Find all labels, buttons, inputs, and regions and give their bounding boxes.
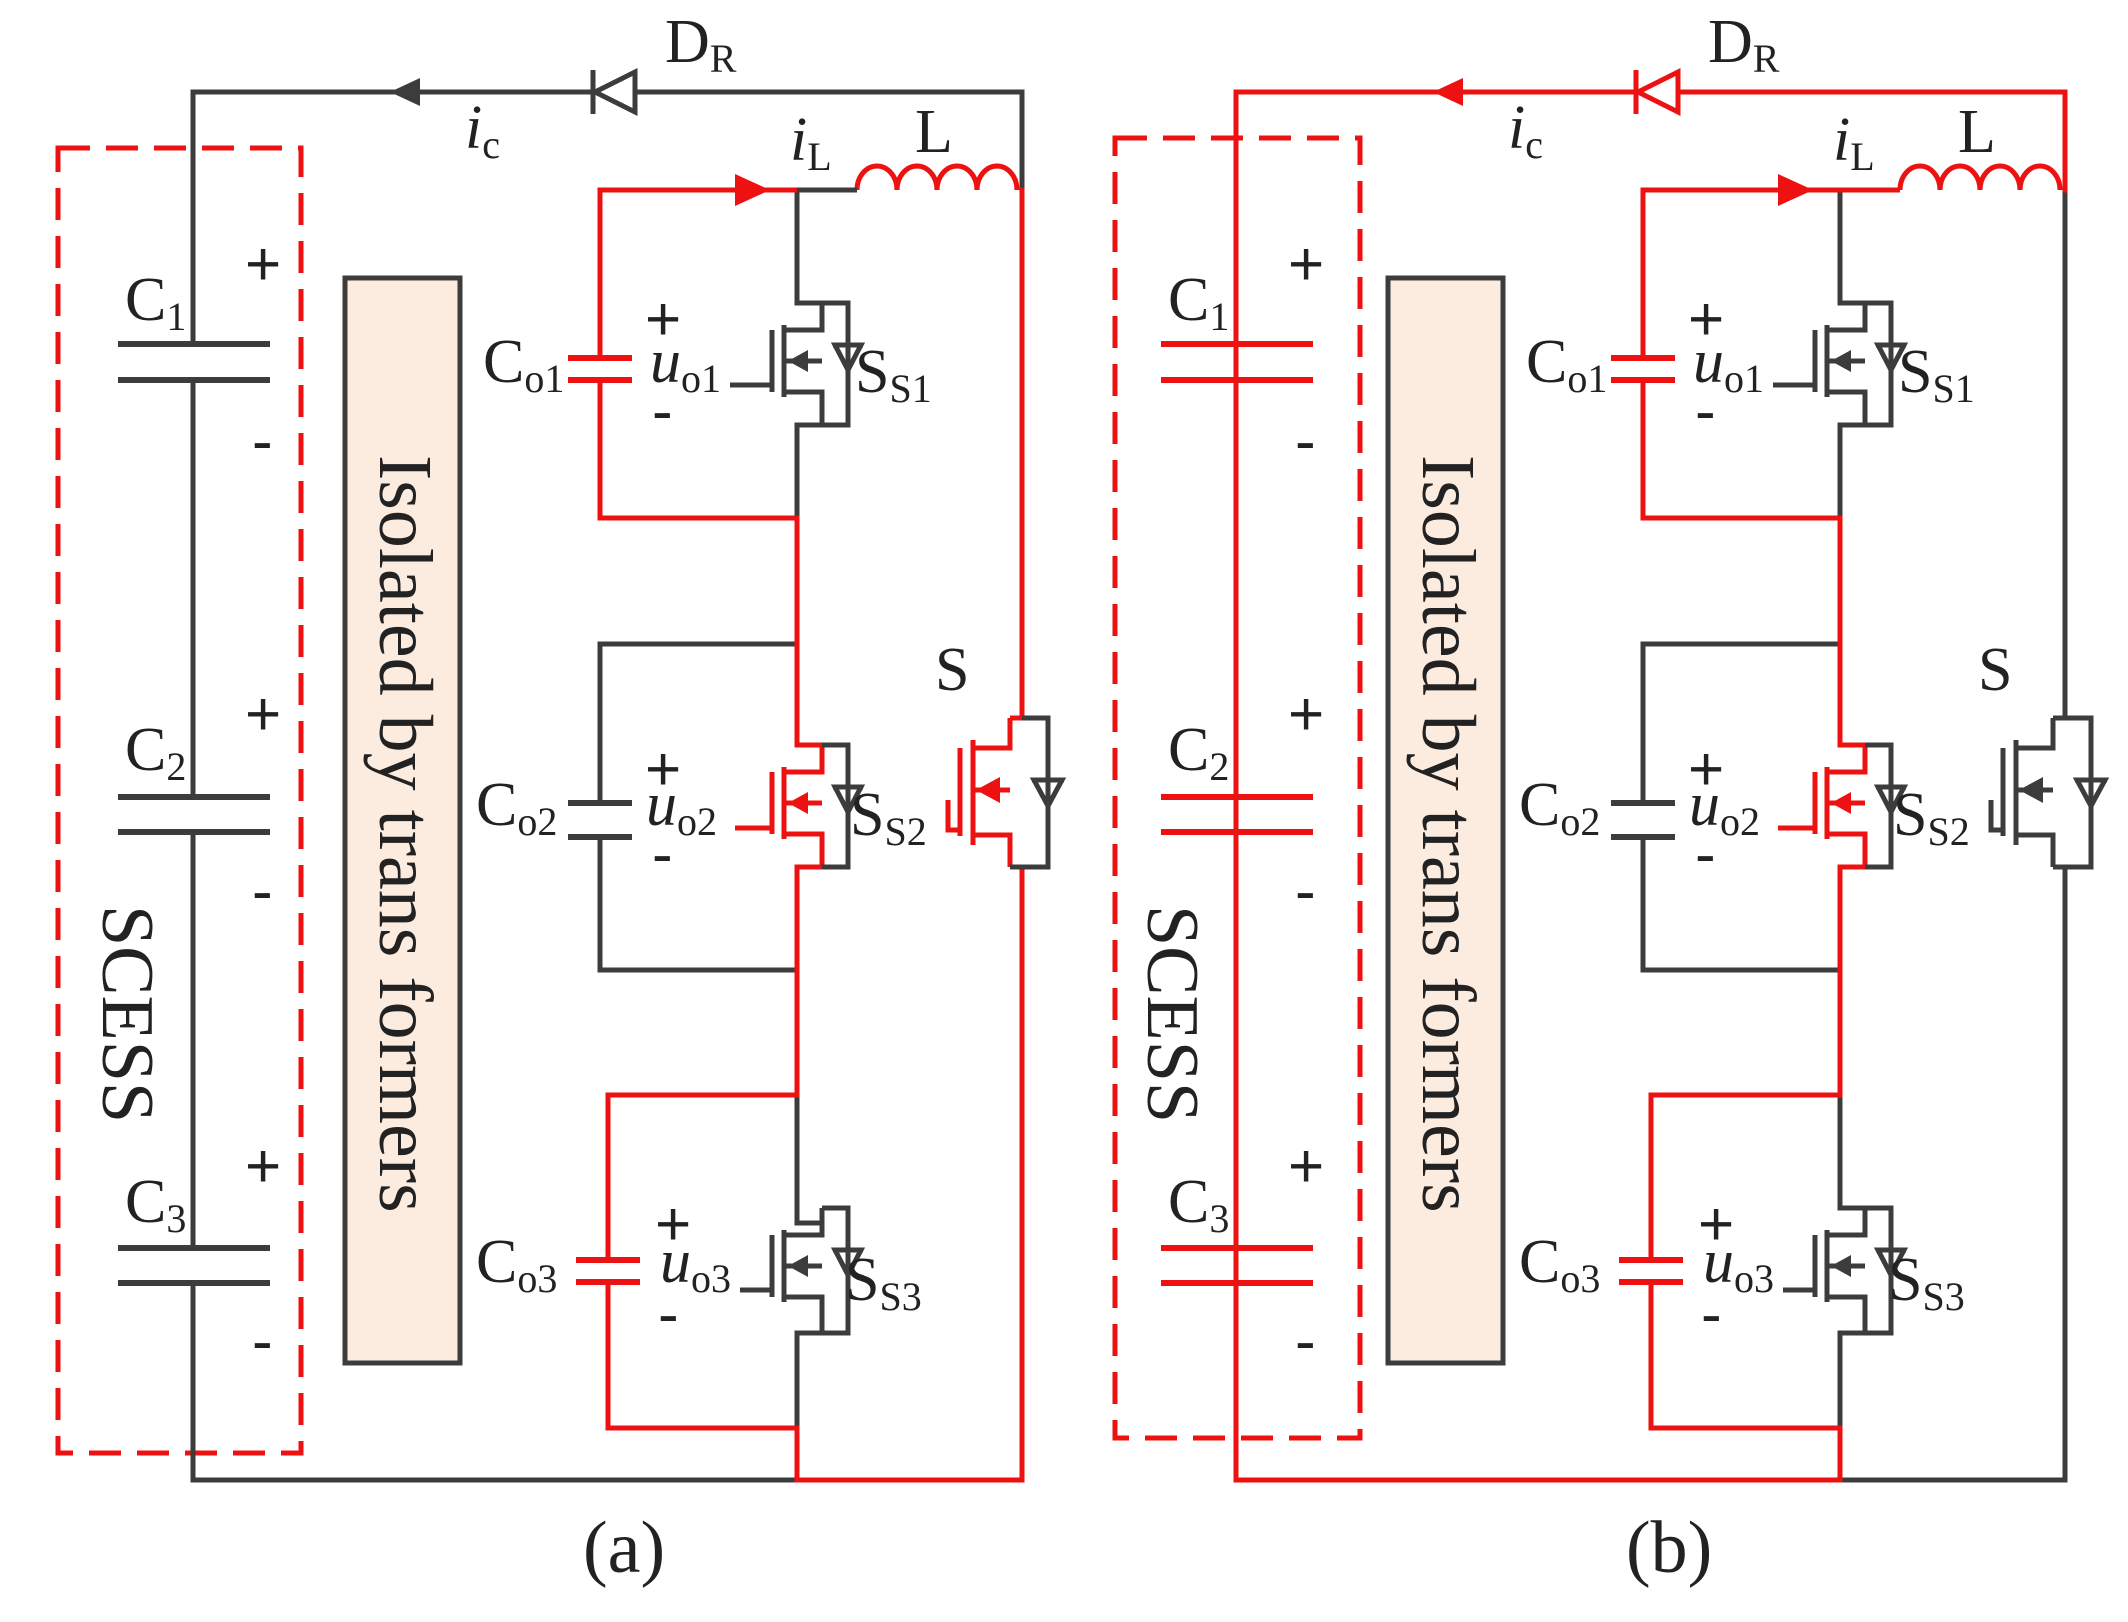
transformer-label: Isolated by trans formers	[1406, 455, 1490, 1213]
ss3-label: SS3	[845, 1246, 922, 1319]
diode-dr-label: DR	[665, 8, 737, 81]
storage-capacitors	[1161, 341, 1313, 1286]
uo2-minus: -	[1695, 820, 1716, 889]
cap-c2-minus: -	[252, 857, 273, 926]
uo1-minus: -	[652, 377, 673, 446]
ss2-label: SS2	[1893, 781, 1970, 854]
ss1-label: SS1	[1898, 338, 1975, 411]
output-capacitors	[1611, 355, 1683, 1285]
cap-co1-label: Co1	[1526, 328, 1607, 401]
transformer-box	[342, 275, 463, 1366]
uo3-minus: -	[658, 1280, 679, 1349]
cap-c3-plus: +	[245, 1132, 281, 1201]
inactive-wiring	[190, 89, 1025, 1483]
panel-a-caption: (a)	[583, 1507, 665, 1589]
switch-ss3	[740, 1205, 866, 1336]
current-il-label: iL	[790, 106, 832, 179]
diode-dr	[1632, 67, 1681, 117]
cap-c1-label: C1	[125, 266, 186, 339]
uo3-minus: -	[1701, 1280, 1722, 1349]
cap-c3-plus: +	[1288, 1132, 1324, 1201]
current-ic-label: ic	[465, 94, 500, 167]
switch-s	[1988, 715, 2110, 870]
cap-c1-plus: +	[245, 230, 281, 299]
current-il-label: iL	[1833, 106, 1875, 179]
cap-c2-label: C2	[1168, 716, 1229, 789]
uo1-plus: +	[645, 285, 681, 354]
output-capacitors	[568, 355, 640, 1285]
uo2-plus: +	[645, 735, 681, 804]
scess-box	[55, 145, 304, 1456]
current-il-arrow	[1778, 174, 1813, 206]
cap-c2-plus: +	[245, 680, 281, 749]
cap-c3-label: C3	[1168, 1168, 1229, 1241]
cap-co3-label: Co3	[1519, 1228, 1600, 1301]
panel-b: Isolated by trans formers SCESS	[1112, 8, 2110, 1589]
uo1-minus: -	[1695, 377, 1716, 446]
scess-label: SCESS	[1131, 905, 1213, 1123]
inductor-l	[854, 163, 1020, 191]
switch-ss2	[735, 745, 825, 867]
inductor-l	[1897, 163, 2063, 191]
panel-a: Isolated by trans formers SCESS	[55, 8, 1067, 1589]
current-ic-arrow	[390, 78, 420, 106]
switch-ss3	[1783, 1205, 1909, 1336]
cap-c3-label: C3	[125, 1168, 186, 1241]
diode-dr	[589, 67, 638, 117]
cap-c1-label: C1	[1168, 266, 1229, 339]
cap-co2-label: Co2	[1519, 771, 1600, 844]
switch-ss1	[730, 303, 825, 425]
current-ic-arrow	[1433, 78, 1463, 106]
switch-s	[945, 718, 1013, 867]
cap-c2-plus: +	[1288, 680, 1324, 749]
current-ic-label: ic	[1508, 94, 1543, 167]
cap-c3-minus: -	[252, 1307, 273, 1376]
cap-co3-label: Co3	[476, 1228, 557, 1301]
cap-c3-minus: -	[1295, 1307, 1316, 1376]
cap-c2-minus: -	[1295, 857, 1316, 926]
scess-label: SCESS	[86, 905, 168, 1123]
transformer-box	[1385, 275, 1506, 1366]
cap-c1-minus: -	[1295, 407, 1316, 476]
cap-c1-plus: +	[1288, 230, 1324, 299]
current-il-arrow	[735, 174, 770, 206]
uo3-label: uo3	[1703, 1228, 1774, 1301]
uo1-plus: +	[1688, 285, 1724, 354]
uo2-label: uo2	[646, 771, 717, 844]
uo3-label: uo3	[660, 1228, 731, 1301]
uo1-label: uo1	[650, 328, 721, 401]
uo2-plus: +	[1688, 735, 1724, 804]
switch-ss1	[1773, 300, 1909, 428]
inactive-wiring	[1640, 187, 2068, 1483]
inductor-label: L	[915, 98, 953, 166]
transformer-label: Isolated by trans formers	[363, 455, 447, 1213]
switch-s-label: S	[935, 636, 969, 704]
switch-s-label: S	[1978, 636, 2012, 704]
cap-c2-label: C2	[125, 716, 186, 789]
panel-b-caption: (b)	[1626, 1507, 1712, 1589]
active-wiring	[597, 187, 1025, 1483]
uo3-plus: +	[655, 1190, 691, 1259]
uo2-label: uo2	[1689, 771, 1760, 844]
switch-ss2	[1778, 745, 1868, 867]
cap-co1-label: Co1	[483, 328, 564, 401]
diode-dr-label: DR	[1708, 8, 1780, 81]
cap-co2-label: Co2	[476, 771, 557, 844]
uo1-label: uo1	[1693, 328, 1764, 401]
ss2-label: SS2	[850, 781, 927, 854]
cap-c1-minus: -	[252, 407, 273, 476]
ss1-label: SS1	[855, 338, 932, 411]
inductor-label: L	[1958, 98, 1996, 166]
ss3-label: SS3	[1888, 1246, 1965, 1319]
uo3-plus: +	[1698, 1190, 1734, 1259]
uo2-minus: -	[652, 820, 673, 889]
